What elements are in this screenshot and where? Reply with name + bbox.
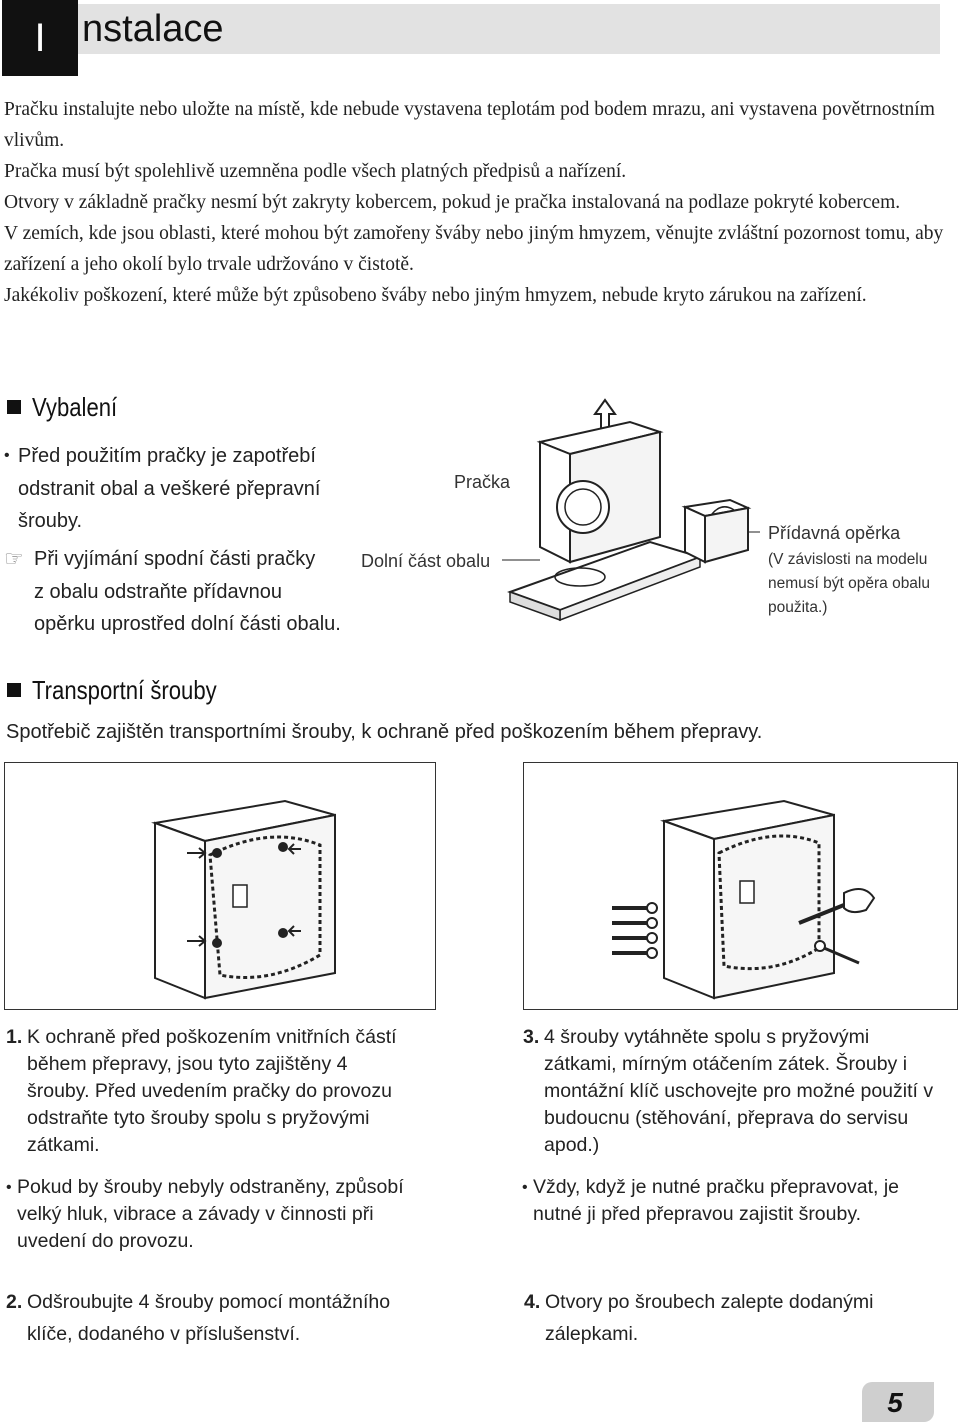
step-4: 4. Otvory po šroubech zalepte dodanými z… (524, 1286, 944, 1350)
header-initial: I (34, 16, 46, 60)
step-3-note: • Vždy, když je nutné pračku přepravovat… (522, 1174, 957, 1228)
section-marker (7, 400, 21, 414)
arrow-icon (287, 925, 301, 937)
text-line: Odšroubujte 4 šrouby pomocí montážního (27, 1291, 391, 1313)
step-number: 4. (524, 1291, 541, 1313)
removed-bolts-icon (612, 902, 658, 959)
text-line: nutné ji před přepravou zajistit šrouby. (533, 1203, 862, 1225)
figure-bolts-in-place (4, 762, 436, 1010)
bullet-icon: • (6, 1179, 12, 1196)
intro-paragraph: Pračka musí být spolehlivě uzemněna podl… (4, 161, 627, 182)
bolt-icon (212, 848, 222, 858)
step-number: 3. (523, 1026, 540, 1048)
text-line: šrouby. Před uvedením pračky do provozu (27, 1080, 392, 1102)
bullet-icon: • (4, 447, 10, 464)
text-line: velký hluk, vibrace a závady v činnosti … (17, 1203, 374, 1225)
text-line: klíče, dodaného v příslušenství. (27, 1323, 301, 1345)
section-title-transport: Transportní šrouby (32, 675, 217, 705)
text-line: opěrku uprostřed dolní části obalu. (34, 613, 341, 635)
text-line: nemusí být opěra obalu (768, 575, 930, 592)
figure-removing-bolts (523, 762, 958, 1010)
bolt-icon (278, 842, 288, 852)
text-line: 4 šrouby vytáhněte spolu s pryžovými (544, 1026, 870, 1048)
text-line: uvedení do provozu. (17, 1230, 194, 1252)
text-line: Při vyjímání spodní části pračky (34, 548, 316, 570)
text-line: K ochraně před poškozením vnitřních část… (27, 1026, 397, 1048)
step-3: 3. 4 šrouby vytáhněte spolu s pryžovými … (523, 1024, 958, 1159)
header-initial-box (2, 0, 78, 76)
text-line: Pokud by šrouby nebyly odstraněny, způso… (17, 1176, 404, 1198)
intro-paragraph: Jakékoliv poškození, které může být způs… (4, 285, 867, 306)
label-bottom-packing: Dolní část obalu (361, 551, 491, 571)
label-washer: Pračka (454, 472, 511, 492)
arrow-icon (187, 847, 207, 859)
intro-paragraph: Pračku instalujte nebo uložte na místě, … (4, 99, 935, 151)
page-number-badge (862, 1382, 934, 1422)
text-line: zálepkami. (545, 1323, 639, 1345)
step-2: 2. Odšroubujte 4 šrouby pomocí montážníh… (6, 1286, 476, 1350)
text-line: během přepravy, jsou tyto zajištěny 4 (27, 1053, 348, 1075)
bolt-icon (278, 928, 288, 938)
text-line: apod.) (544, 1134, 600, 1156)
step-1: 1. K ochraně před poškozením vnitřních č… (6, 1024, 476, 1159)
arrow-icon (287, 843, 301, 855)
intro-paragraphs: Pračku instalujte nebo uložte na místě, … (4, 94, 944, 311)
page-title: nstalace (82, 8, 224, 50)
intro-paragraph: Otvory v základně pračky nesmí být zakry… (4, 192, 901, 213)
text-line: montážní klíč uschovejte pro možné použi… (544, 1080, 934, 1102)
label-support-note: (V závislosti na modelu nemusí být opěra… (768, 548, 958, 620)
unpacking-illustration (502, 398, 760, 622)
header-bar (2, 4, 940, 54)
pointing-hand-icon: ☞ (4, 546, 24, 571)
section-marker (7, 683, 21, 697)
arrow-icon (187, 935, 207, 947)
text-line: odstraňte tyto šrouby spolu s pryžovými (27, 1107, 370, 1129)
text-line: odstranit obal a veškeré přepravní (18, 477, 321, 500)
step-number: 2. (6, 1291, 23, 1313)
text-line: zátkami, mírným otáčením zátek. Šrouby i (544, 1053, 908, 1075)
text-line: (V závislosti na modelu (768, 551, 928, 568)
text-line: šrouby. (18, 510, 83, 532)
intro-paragraph: V zemích, kde jsou oblasti, které mohou … (4, 223, 944, 275)
label-support: Přídavná opěrka (768, 523, 901, 543)
text-line: Otvory po šroubech zalepte dodanými (545, 1291, 874, 1313)
wrench-hand-icon (798, 888, 876, 965)
unpacking-instructions: • Před použitím pračky je zapotřebí odst… (4, 440, 374, 538)
section-title-unpacking: Vybalení (32, 392, 118, 422)
text-line: Před použitím pračky je zapotřebí (18, 445, 316, 467)
step-1-warning: • Pokud by šrouby nebyly odstraněny, způ… (6, 1174, 476, 1255)
text-line: z obalu odstraňte přídavnou (34, 580, 282, 603)
bolt-icon (212, 938, 222, 948)
text-line: použita.) (768, 599, 828, 616)
page-number: 5 (887, 1387, 903, 1418)
transport-subtitle: Spotřebič zajištěn transportními šrouby,… (6, 721, 763, 743)
text-line: budoucnu (stěhování, přeprava do servisu (544, 1107, 909, 1129)
unpacking-note: ☞ Při vyjímání spodní části pračky z oba… (4, 543, 379, 641)
bullet-icon: • (522, 1179, 528, 1196)
text-line: Vždy, když je nutné pračku přepravovat, … (533, 1176, 899, 1198)
step-number: 1. (6, 1026, 23, 1048)
text-line: zátkami. (27, 1134, 100, 1156)
